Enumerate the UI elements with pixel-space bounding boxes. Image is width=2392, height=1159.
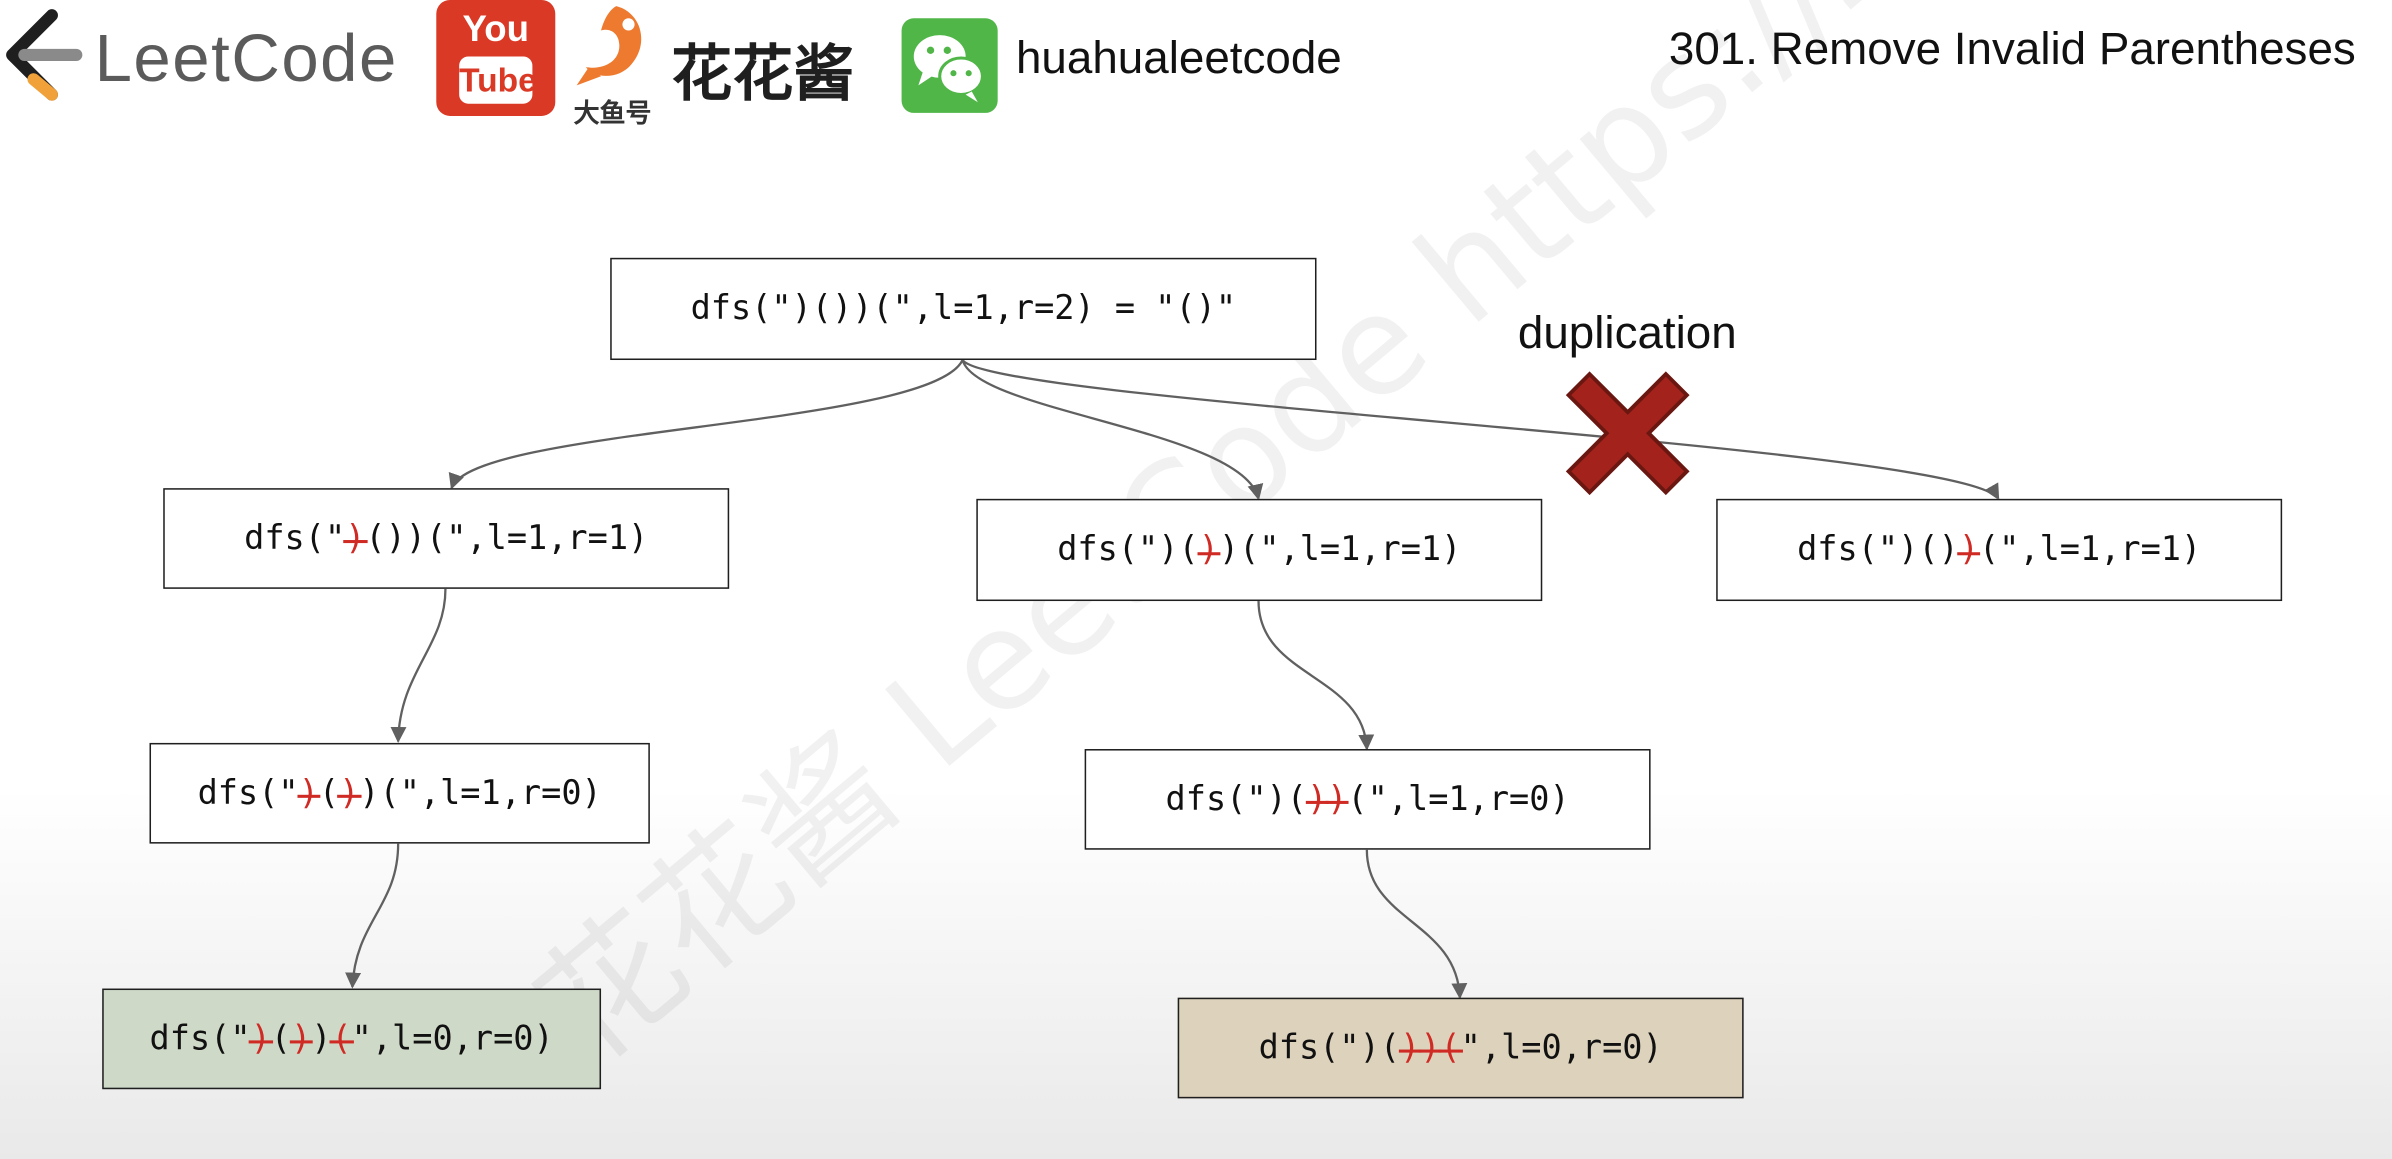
node-root: dfs(")())(",l=1,r=2) = "()" [610, 257, 1317, 361]
node-c1: dfs(")())(",l=1,r=1) [1716, 498, 2283, 602]
leetcode-logo: LeetCode [0, 6, 420, 110]
removed-paren: ) [1398, 1028, 1423, 1068]
duplication-cross-icon [1565, 371, 1690, 496]
expr-text: dfs(")() [1797, 530, 1959, 570]
youtube-logo: You Tube [436, 0, 556, 116]
removed-paren: ) [1325, 780, 1350, 819]
expr-text: ",l=0,r=0) [351, 1019, 554, 1058]
expr-text: dfs(" [197, 774, 299, 813]
removed-paren: ( [329, 1019, 354, 1058]
expr-text: (",l=1,r=1) [1978, 530, 2202, 570]
youtube-logo-top: You [462, 9, 529, 51]
removed-paren: ) [337, 774, 362, 813]
node-b3: dfs(")())(",l=0,r=0) [1177, 997, 1744, 1099]
removed-paren: ) [1957, 530, 1981, 570]
removed-paren: ) [297, 774, 321, 813]
node-a1: dfs(")())(",l=1,r=1) [163, 488, 730, 589]
node-a3: dfs(")())(",l=0,r=0) [102, 988, 602, 1090]
expr-text: )(",l=1,r=0) [359, 774, 602, 813]
removed-paren: ( [1438, 1028, 1463, 1068]
removed-paren: ) [343, 519, 368, 558]
wechat-icon [913, 35, 984, 103]
expr-text: dfs(" [244, 519, 346, 558]
expr-text: ) [311, 1019, 332, 1058]
edge-a1-to-a2 [390, 588, 447, 743]
wechat-id: huahualeetcode [1015, 33, 1342, 84]
douyu-logo: 大鱼号 [571, 0, 663, 128]
expr-text: dfs(")( [1258, 1028, 1401, 1068]
edge-b1-to-b2 [1257, 601, 1375, 751]
edge-a2-to-a3 [345, 843, 400, 989]
expr-text: ( [270, 1019, 292, 1058]
removed-paren: ) [289, 1019, 314, 1058]
edge-root-to-c1 [961, 359, 2000, 501]
expr-text: dfs(")( [1165, 780, 1307, 819]
expr-text: dfs(")( [1057, 530, 1199, 570]
node-b2: dfs(")())(",l=1,r=0) [1084, 749, 1651, 850]
removed-paren: ) [1197, 530, 1221, 570]
expr-text: ",l=0,r=0) [1460, 1028, 1663, 1068]
expr-text: )(",l=1,r=1) [1218, 530, 1462, 570]
wechat-logo [901, 18, 998, 113]
fish-icon [576, 6, 642, 86]
expr-text: ())(",l=1,r=1) [365, 519, 649, 558]
author-name: 花花酱 [671, 39, 855, 110]
duplication-label: duplication [1517, 308, 1737, 359]
leetcode-bracket-icon [6, 9, 83, 101]
expr-text: ( [318, 774, 340, 813]
youtube-logo-bottom: Tube [459, 56, 537, 104]
edge-root-to-b1 [961, 359, 1264, 501]
page-title: 301. Remove Invalid Parentheses [1668, 24, 2356, 75]
expr-text: dfs(")())(",l=1,r=2) = "()" [690, 289, 1237, 328]
node-b1: dfs(")())(",l=1,r=1) [976, 498, 1543, 602]
removed-paren: ) [1305, 780, 1330, 819]
removed-paren: ) [249, 1019, 273, 1058]
removed-paren: ) [1418, 1028, 1443, 1068]
expr-text: (",l=1,r=0) [1347, 780, 1570, 819]
douyu-label: 大鱼号 [573, 99, 652, 129]
node-a2: dfs(")())(",l=1,r=0) [149, 742, 650, 844]
leetcode-wordmark: LeetCode [94, 21, 398, 97]
expr-text: dfs(" [149, 1019, 251, 1058]
edge-root-to-a1 [448, 359, 964, 490]
edge-b2-to-b3 [1365, 849, 1468, 1000]
